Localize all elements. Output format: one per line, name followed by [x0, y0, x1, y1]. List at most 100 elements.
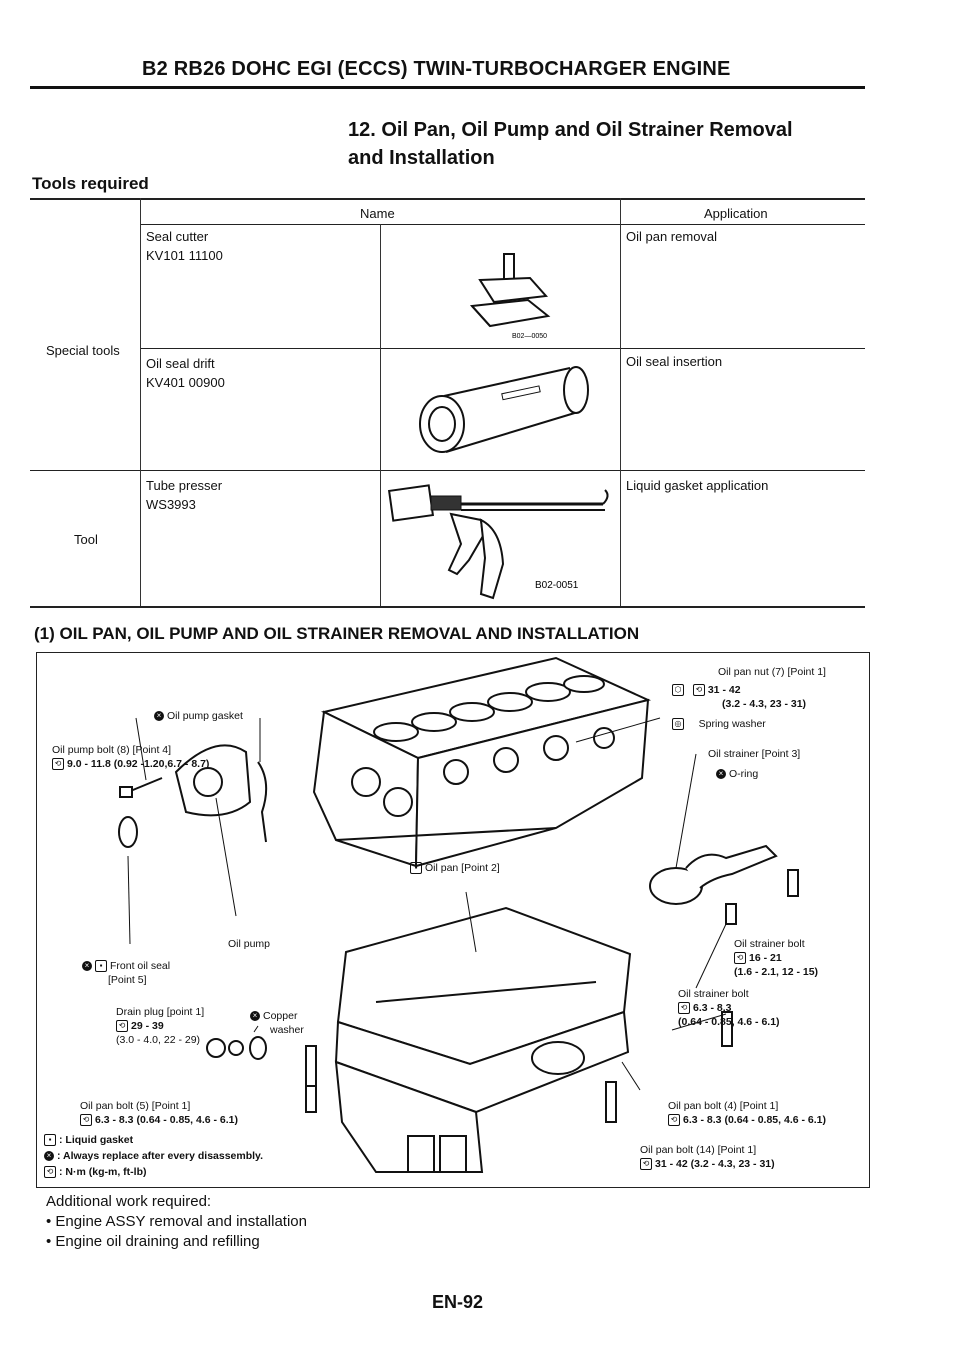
label-oil-pump-bolt-torque: ⟲9.0 - 11.8 (0.92 -1.20,6.7 - 8.7)	[52, 758, 209, 771]
label-oil-pan-nut-torque-2: (3.2 - 4.3, 23 - 31)	[722, 698, 807, 710]
additional-work-item-1: • Engine ASSY removal and installation	[46, 1213, 307, 1230]
label-oil-pump-bolt: Oil pump bolt (8) [Point 4]	[52, 744, 172, 756]
legend-liquid-gasket-text: : Liquid gasket	[59, 1134, 134, 1146]
torque-symbol-icon: ⟲	[668, 1114, 680, 1127]
label-oil-pump-gasket-text: Oil pump gasket	[167, 710, 243, 722]
liquid-gasket-symbol-icon: ▪	[44, 1134, 56, 1147]
label-oil-pan-text: Oil pan [Point 2]	[425, 862, 500, 874]
liquid-gasket-symbol-icon: ▪	[95, 960, 107, 973]
table-row-rule-1	[140, 348, 865, 349]
label-drain-plug: Drain plug [point 1]	[116, 1006, 205, 1018]
header-rule	[30, 86, 865, 89]
table-row-rule-2	[30, 470, 865, 471]
label-copper-washer-2: washer	[270, 1024, 304, 1036]
torque-symbol-icon: ⟲	[116, 1020, 128, 1033]
fig-code-1: B02—0050	[512, 333, 547, 340]
label-front-oil-seal-text: Front oil seal	[110, 960, 171, 972]
tool-code-1: KV101 11100	[146, 248, 223, 263]
table-header-rule	[140, 224, 865, 225]
label-oil-pump-gasket: ×Oil pump gasket	[154, 710, 243, 723]
label-oil-strainer-bolt-a-torque-2: (1.6 - 2.1, 12 - 15)	[734, 966, 819, 978]
oil-pump-drawing	[118, 744, 268, 848]
fig-code-3: B02-0051	[535, 580, 579, 591]
label-oil-pan-nut: Oil pan nut (7) [Point 1]	[718, 666, 826, 678]
seal-cutter-illustration: B02—0050	[469, 253, 551, 340]
additional-work-heading: Additional work required:	[46, 1193, 212, 1210]
replace-symbol-icon: ×	[716, 769, 726, 780]
label-oil-pan-bolt-14: Oil pan bolt (14) [Point 1]	[640, 1144, 757, 1156]
table-col-rule-3	[620, 198, 621, 606]
tool-name-3: Tube presser	[146, 478, 223, 493]
legend-always-replace-text: : Always replace after every disassembly…	[57, 1150, 264, 1162]
tool-application-2: Oil seal insertion	[626, 354, 723, 369]
exploded-view-illustration	[118, 656, 799, 1173]
replace-symbol-icon: ×	[154, 711, 164, 722]
nut-icon: ⬡	[672, 684, 684, 697]
drain-plug-drawing	[206, 1036, 267, 1060]
tool-name-2: Oil seal drift	[146, 356, 215, 371]
label-o-ring: ×O-ring	[716, 768, 758, 781]
label-oil-pan-bolt-4: Oil pan bolt (4) [Point 1]	[668, 1100, 779, 1112]
label-oil-pan-bolt-4-torque-text: 6.3 - 8.3 (0.64 - 0.85, 4.6 - 6.1)	[683, 1114, 826, 1126]
category-special-tools: Special tools	[46, 343, 120, 358]
torque-symbol-icon: ⟲	[44, 1166, 56, 1179]
replace-symbol-icon: ×	[44, 1151, 54, 1162]
category-tool: Tool	[74, 532, 98, 547]
label-o-ring-text: O-ring	[729, 768, 759, 780]
label-drain-plug-torque-text: 29 - 39	[131, 1020, 164, 1032]
spring-washer-icon: ◎	[672, 718, 684, 731]
tool-code-2: KV401 00900	[146, 375, 225, 390]
label-oil-pan-bolt-5: Oil pan bolt (5) [Point 1]	[80, 1100, 191, 1112]
label-spring-washer-text: Spring washer	[698, 718, 766, 730]
tool-name-1: Seal cutter	[146, 229, 209, 244]
diagram-heading: (1) OIL PAN, OIL PUMP AND OIL STRAINER R…	[34, 624, 640, 643]
label-oil-strainer-bolt-b-torque: ⟲6.3 - 8.3	[678, 1002, 732, 1015]
label-oil-strainer-bolt-a: Oil strainer bolt	[734, 938, 805, 950]
legend-always-replace: ×: Always replace after every disassembl…	[44, 1150, 263, 1163]
page-number: EN-92	[432, 1292, 484, 1312]
tool-application-1: Oil pan removal	[626, 229, 718, 244]
label-oil-strainer: Oil strainer [Point 3]	[708, 748, 801, 760]
label-front-oil-seal: ×▪Front oil seal	[82, 960, 170, 973]
document-header: B2 RB26 DOHC EGI (ECCS) TWIN-TURBOCHARGE…	[142, 58, 731, 80]
label-drain-plug-torque-2: (3.0 - 4.0, 22 - 29)	[116, 1034, 201, 1046]
label-oil-pan-bolt-4-torque: ⟲6.3 - 8.3 (0.64 - 0.85, 4.6 - 6.1)	[668, 1114, 826, 1127]
label-oil-pan-bolt-14-torque: ⟲31 - 42 (3.2 - 4.3, 23 - 31)	[640, 1158, 775, 1171]
bolt-drawings	[305, 1011, 733, 1123]
label-oil-strainer-bolt-a-torque-text: 16 - 21	[749, 952, 782, 964]
label-oil-strainer-bolt-b-torque-2: (0.64 - 0.85, 4.6 - 6.1)	[678, 1016, 780, 1028]
torque-symbol-icon: ⟲	[678, 1002, 690, 1015]
torque-symbol-icon: ⟲	[640, 1158, 652, 1171]
oil-strainer-drawing	[649, 844, 799, 925]
label-copper-washer-text: Copper	[263, 1010, 298, 1022]
replace-symbol-icon: ×	[250, 1011, 260, 1022]
label-copper-washer: ×Copper	[250, 1010, 297, 1023]
col-header-application: Application	[704, 206, 768, 221]
label-oil-pan-bolt-5-torque: ⟲6.3 - 8.3 (0.64 - 0.85, 4.6 - 6.1)	[80, 1114, 238, 1127]
label-oil-strainer-bolt-a-torque: ⟲16 - 21	[734, 952, 782, 965]
label-drain-plug-torque: ⟲29 - 39	[116, 1020, 164, 1033]
table-top-rule	[30, 198, 865, 200]
tube-presser-illustration: B02-0051	[387, 484, 609, 600]
section-title-line-2: and Installation	[348, 147, 495, 169]
torque-symbol-icon: ⟲	[80, 1114, 92, 1127]
legend-torque-unit: ⟲: N·m (kg-m, ft-lb)	[44, 1166, 146, 1179]
label-spring-washer: ◎ Spring washer	[672, 718, 766, 731]
additional-work-item-2: • Engine oil draining and refilling	[46, 1233, 260, 1250]
label-oil-pan-nut-torque: ⬡ ⟲31 - 42	[672, 684, 741, 697]
label-oil-pump-bolt-torque-text: 9.0 - 11.8 (0.92 -1.20,6.7 - 8.7)	[67, 758, 210, 770]
engine-block-drawing	[312, 656, 652, 868]
oil-seal-drift-illustration	[419, 366, 589, 453]
label-oil-pan-bolt-5-torque-text: 6.3 - 8.3 (0.64 - 0.85, 4.6 - 6.1)	[95, 1114, 238, 1126]
torque-symbol-icon: ⟲	[734, 952, 746, 965]
table-bottom-rule	[30, 606, 865, 608]
label-front-oil-seal-point: [Point 5]	[108, 974, 147, 986]
table-col-rule-2	[380, 224, 381, 606]
label-oil-pan: ▪Oil pan [Point 2]	[410, 862, 500, 875]
torque-symbol-icon: ⟲	[52, 758, 64, 771]
label-oil-pan-nut-torque-text: 31 - 42	[707, 684, 741, 696]
oil-pan-drawing	[334, 906, 632, 1173]
legend-torque-unit-text: : N·m (kg-m, ft-lb)	[59, 1166, 147, 1178]
leader-lines	[127, 717, 727, 1091]
replace-symbol-icon: ×	[82, 961, 92, 972]
